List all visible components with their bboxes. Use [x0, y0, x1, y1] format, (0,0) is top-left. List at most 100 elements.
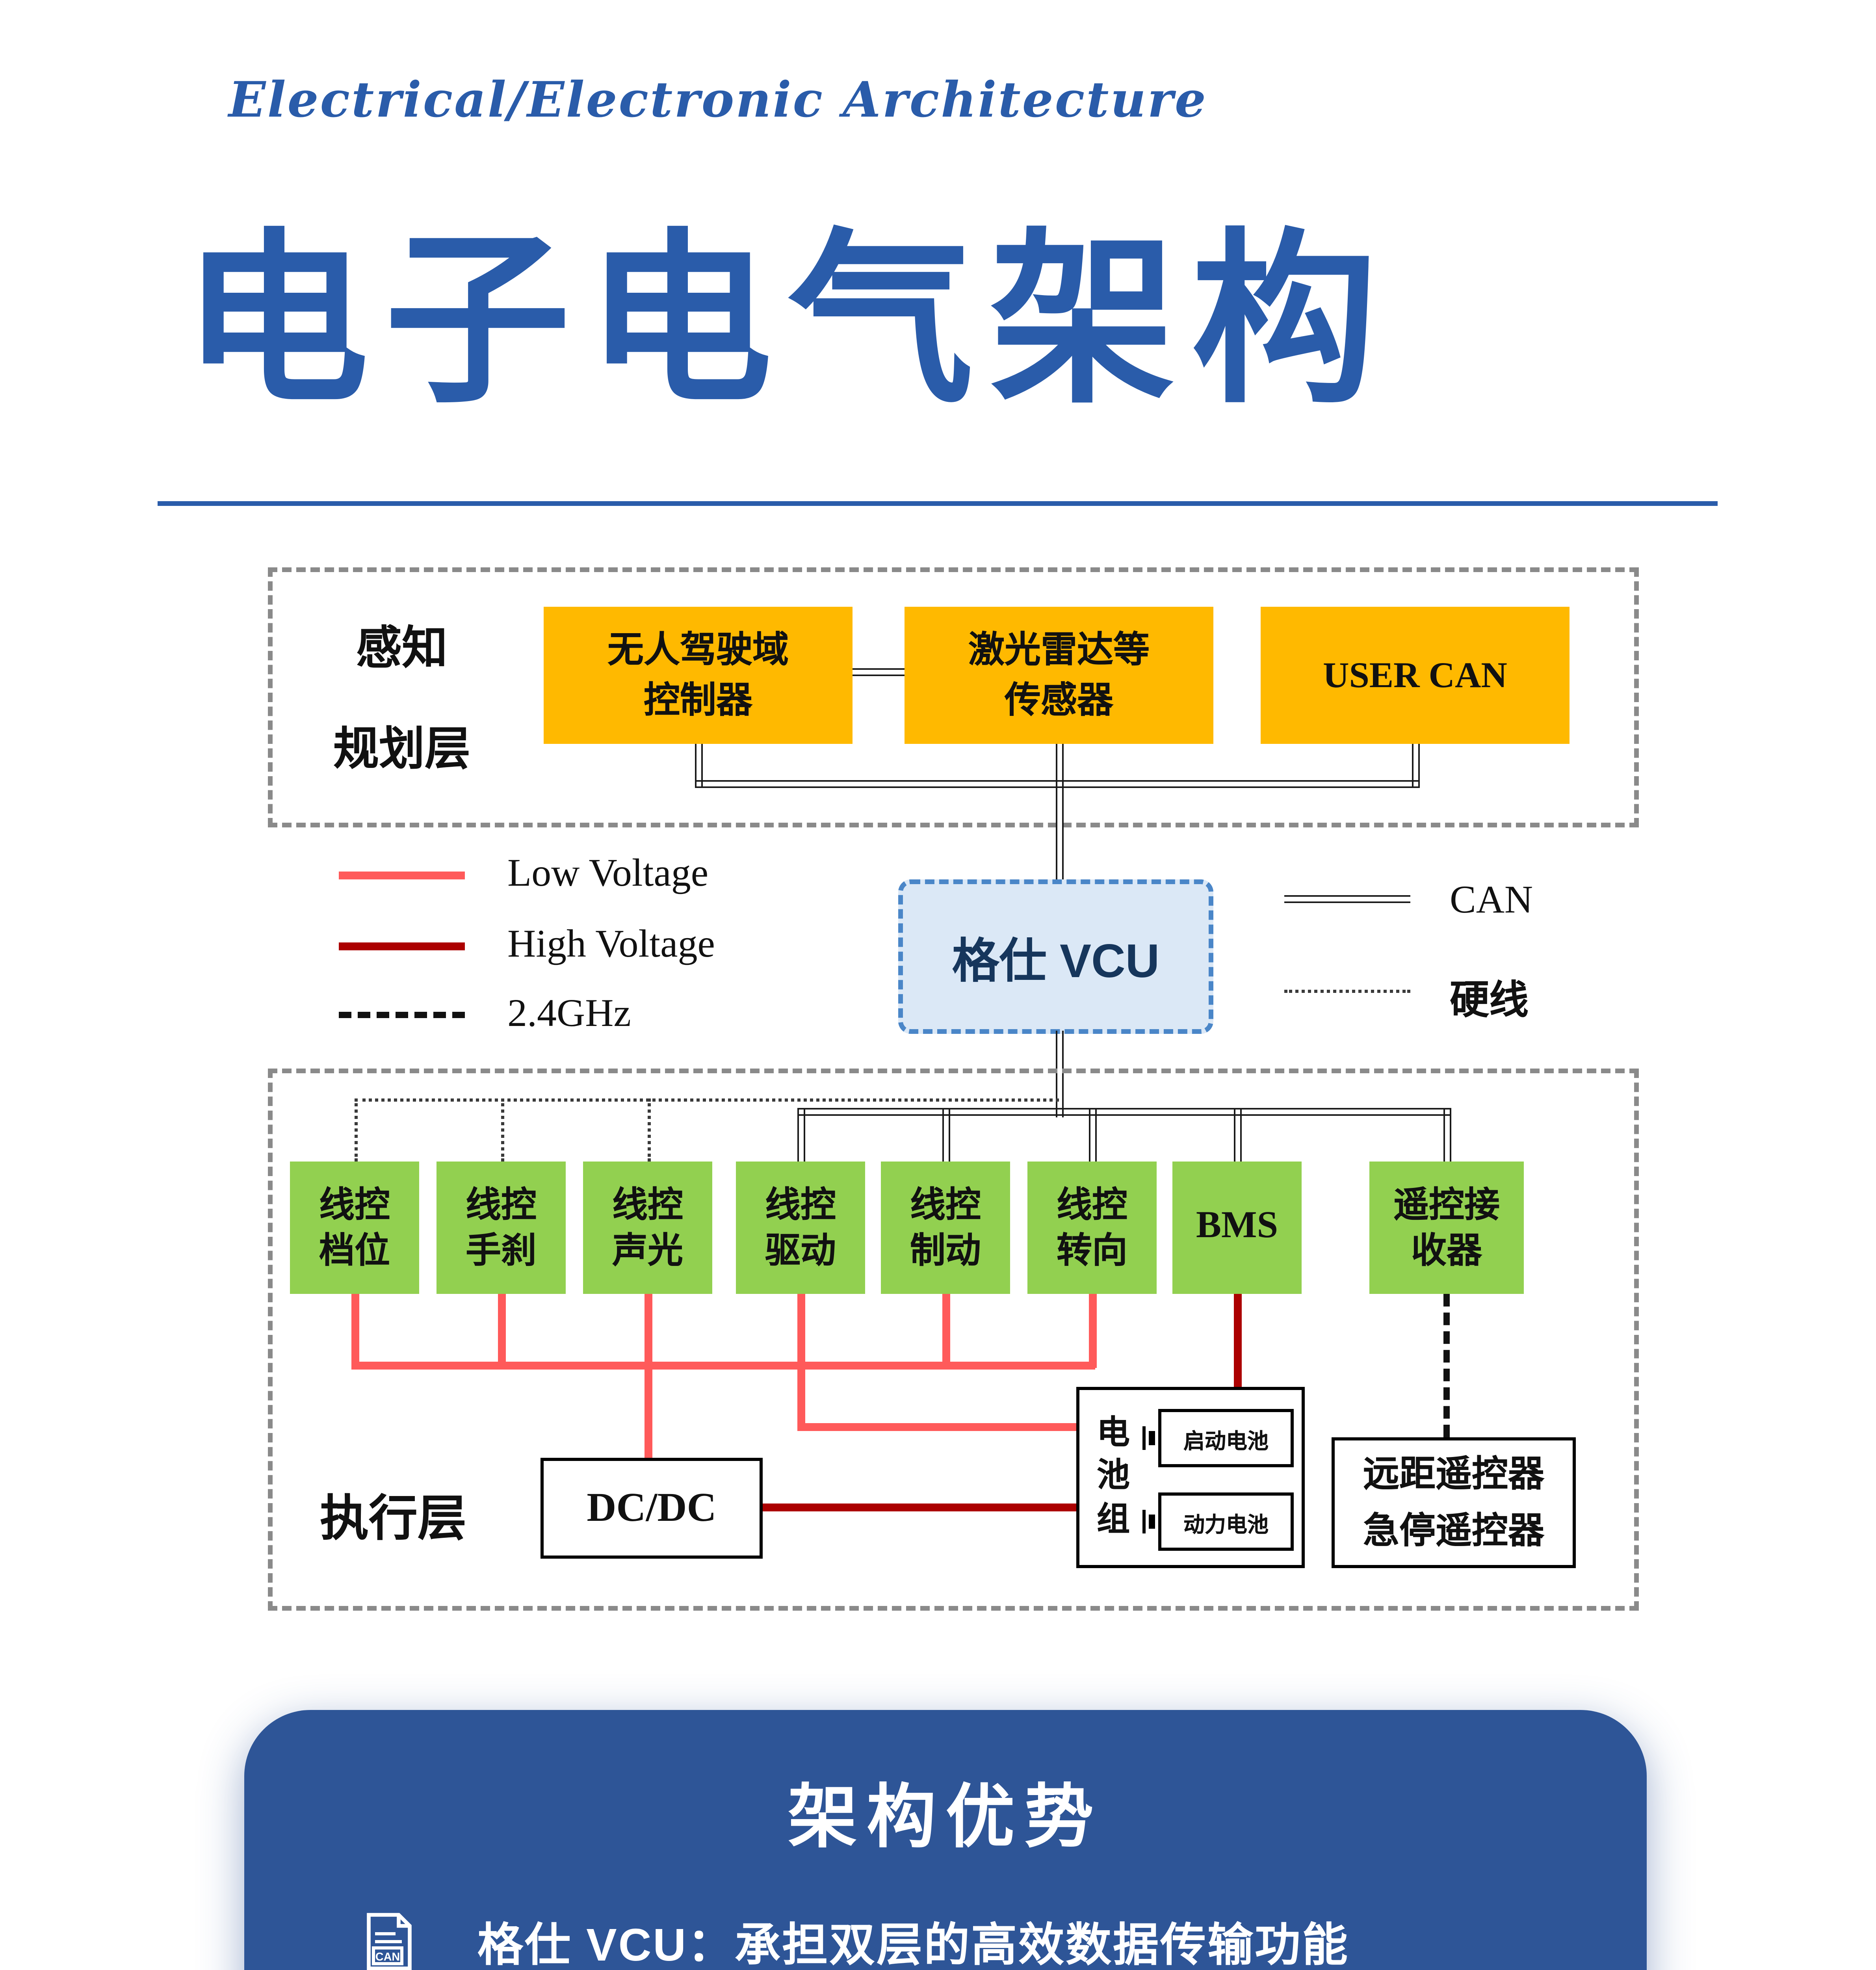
- wire-steering-box: 线控 转向: [1027, 1162, 1157, 1294]
- battery-terminal-icon: [1142, 1510, 1146, 1533]
- box-label: 转向: [1056, 1231, 1127, 1270]
- wire-brake-box: 线控 制动: [881, 1162, 1010, 1294]
- hardwire-label: 硬线: [1450, 979, 1529, 1023]
- low-voltage-line: [351, 1294, 358, 1368]
- can-sample-line: [1284, 895, 1410, 903]
- box-label: 线控: [910, 1185, 981, 1224]
- autonomous-domain-controller-box: 无人驾驶域 控制器: [544, 607, 853, 744]
- advantages-panel: 架构优势 CAN 格仕 VCU：承担双层的高效数据传输功能: [244, 1710, 1647, 1970]
- high-voltage-label: High Voltage: [507, 924, 715, 966]
- wire-drive-box: 线控 驱动: [736, 1162, 865, 1294]
- can-line: [1234, 1108, 1241, 1162]
- low-voltage-line: [797, 1423, 1078, 1430]
- perception-label-line1: 感知: [356, 624, 448, 675]
- battery-pack-box: 电池组 启动电池 动力电池: [1076, 1387, 1305, 1568]
- can-line: [1089, 1108, 1096, 1162]
- perception-label-line2: 规划层: [333, 725, 470, 775]
- perception-layer-container: [268, 567, 1639, 827]
- low-voltage-line: [942, 1294, 949, 1368]
- can-bus-line: [797, 1108, 1450, 1115]
- box-label: 线控: [765, 1185, 836, 1224]
- high-voltage-line: [1234, 1294, 1241, 1388]
- dcdc-box: DC/DC: [541, 1458, 763, 1559]
- box-label: 线控: [465, 1185, 537, 1224]
- can-line: [1056, 744, 1063, 881]
- box-label: 控制器: [644, 678, 752, 719]
- low-voltage-line: [797, 1365, 804, 1429]
- box-label: 线控: [1056, 1185, 1127, 1224]
- box-label: 线控: [319, 1185, 390, 1224]
- bms-box: BMS: [1172, 1162, 1302, 1294]
- power-battery-box: 动力电池: [1158, 1492, 1294, 1551]
- box-label: 传感器: [1005, 678, 1113, 719]
- can-line: [942, 1108, 950, 1162]
- box-label: USER CAN: [1323, 655, 1507, 695]
- low-voltage-line: [797, 1294, 804, 1368]
- low-voltage-label: Low Voltage: [507, 853, 709, 895]
- cell-label: 动力电池: [1183, 1512, 1269, 1536]
- low-voltage-line: [1089, 1294, 1096, 1368]
- remote-receiver-box: 遥控接 收器: [1369, 1162, 1524, 1294]
- english-subtitle: Electrical/Electronic Architecture: [228, 72, 1207, 129]
- can-line: [1443, 1108, 1451, 1162]
- box-label: 档位: [319, 1231, 390, 1270]
- box-label: 收器: [1411, 1231, 1482, 1270]
- hardwire-bus-line: [355, 1098, 1059, 1102]
- cell-label: 启动电池: [1183, 1429, 1269, 1452]
- remote-label: 远距遥控器: [1363, 1453, 1544, 1494]
- execution-layer-container: [268, 1069, 1639, 1611]
- page-title: 电子电气架构: [183, 210, 1393, 429]
- low-voltage-line: [645, 1365, 652, 1459]
- box-label: 无人驾驶域: [607, 629, 789, 671]
- advantage-text: 格仕 VCU：承担双层的高效数据传输功能: [477, 1921, 1350, 1970]
- wire-handbrake-box: 线控 手刹: [436, 1162, 566, 1294]
- low-voltage-bus-line: [351, 1362, 1095, 1369]
- high-voltage-sample-line: [339, 942, 465, 950]
- box-label: BMS: [1196, 1206, 1278, 1247]
- advantage-item: CAN 格仕 VCU：承担双层的高效数据传输功能: [351, 1896, 1581, 1970]
- wireless-label: 2.4GHz: [507, 993, 631, 1035]
- hardwire-line: [501, 1098, 504, 1162]
- dcdc-label: DC/DC: [587, 1485, 717, 1530]
- battery-terminal-icon: [1142, 1426, 1146, 1450]
- box-label: 声光: [612, 1231, 683, 1270]
- box-label: 激光雷达等: [968, 629, 1150, 671]
- battery-pack-label: 电池组: [1097, 1415, 1130, 1538]
- low-voltage-line: [645, 1294, 652, 1368]
- remote-controllers-box: 远距遥控器 急停遥控器: [1332, 1437, 1576, 1568]
- wire-gear-box: 线控 档位: [290, 1162, 419, 1294]
- battery-terminal-icon: [1149, 1515, 1155, 1529]
- execution-layer-label: 执行层: [320, 1491, 466, 1546]
- can-bus-line: [695, 780, 1420, 788]
- battery-terminal-icon: [1149, 1431, 1155, 1445]
- can-document-icon: CAN: [351, 1904, 427, 1970]
- can-line: [797, 1108, 805, 1162]
- hardwire-line: [648, 1098, 651, 1162]
- box-label: 制动: [910, 1231, 981, 1270]
- wireless-sample-line: [339, 1012, 465, 1018]
- can-line: [1412, 744, 1419, 786]
- box-label: 手刹: [465, 1231, 537, 1270]
- title-divider: [158, 501, 1718, 506]
- box-label: 遥控接: [1393, 1185, 1500, 1224]
- perception-layer-label: 感知 规划层: [299, 611, 504, 779]
- hardwire-line: [355, 1098, 358, 1162]
- can-line: [695, 744, 702, 786]
- can-line: [1056, 1031, 1063, 1117]
- wire-soundlight-box: 线控 声光: [583, 1162, 712, 1294]
- can-label: CAN: [1450, 879, 1533, 922]
- box-label: 驱动: [765, 1231, 836, 1270]
- wireless-line: [1443, 1294, 1450, 1437]
- remote-label: 急停遥控器: [1363, 1509, 1544, 1550]
- box-label: 线控: [612, 1185, 683, 1224]
- vcu-box: 格仕 VCU: [898, 879, 1213, 1034]
- high-voltage-line: [763, 1504, 1078, 1511]
- svg-text:CAN: CAN: [375, 1951, 400, 1963]
- user-can-box: USER CAN: [1261, 607, 1570, 744]
- low-voltage-sample-line: [339, 872, 465, 879]
- vcu-label: 格仕 VCU: [952, 936, 1160, 988]
- can-line: [853, 668, 905, 676]
- hardwire-sample-line: [1284, 990, 1410, 993]
- low-voltage-line: [498, 1294, 505, 1368]
